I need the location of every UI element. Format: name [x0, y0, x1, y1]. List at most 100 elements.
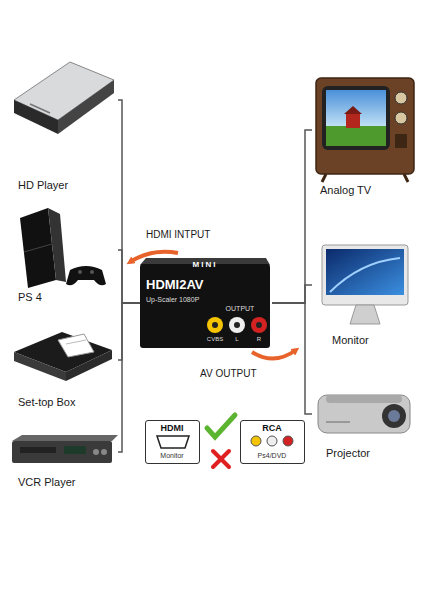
projector-illustration	[382, 404, 406, 428]
monitor-illustration	[330, 258, 400, 292]
analog-tv-illustration	[395, 134, 407, 148]
set-top-box-illustration	[58, 334, 94, 357]
bracket-connector	[272, 130, 312, 303]
vcr-illustration	[12, 435, 118, 441]
model-text: HDMI2AV	[146, 278, 204, 292]
bracket-connector	[118, 100, 140, 303]
vcr-illustration	[64, 446, 86, 454]
adapter-illustration	[207, 317, 223, 333]
vcr-illustration	[12, 441, 112, 463]
analog-tv-illustration	[316, 78, 414, 182]
cross-mark	[213, 451, 229, 467]
monitor-illustration	[322, 245, 408, 324]
monitor-illustration	[322, 245, 408, 305]
device-node: PS 4	[8, 205, 118, 306]
cross-mark	[213, 451, 229, 467]
ps4-illustration	[24, 244, 52, 252]
ps4-illustration	[78, 270, 82, 274]
vcr-illustration	[20, 447, 56, 453]
adapter-box: MINI HDMI2AV Up-Scaler 1080P OUTPUT CVBSLR	[140, 258, 272, 348]
input-label: HDMI INTPUT	[146, 229, 210, 240]
adapter-illustration	[256, 322, 262, 328]
output-arrow	[252, 350, 296, 359]
analog-tv-illustration	[322, 86, 390, 150]
device-node: Monitor	[312, 240, 420, 349]
adapter-illustration	[234, 322, 240, 328]
rca-jacks-icon	[283, 436, 293, 446]
adapter-illustration	[140, 258, 270, 348]
check-mark	[207, 415, 235, 437]
jack-label: L	[229, 336, 245, 343]
monitor-illustration	[350, 305, 380, 324]
hd-player-illustration	[30, 104, 50, 113]
connector-note: Monitor	[146, 452, 198, 460]
connector-name: RCA	[241, 424, 303, 434]
device-label: Analog TV	[312, 184, 420, 199]
device-node: Projector	[312, 385, 420, 462]
set-top-box-illustration	[14, 352, 66, 381]
rca-jacks-icon	[251, 436, 261, 446]
device-label: PS 4	[8, 291, 118, 306]
hd-player-illustration	[14, 100, 58, 134]
jack-label: CVBS	[203, 336, 227, 343]
rca-jacks-icon	[251, 436, 293, 446]
analog-tv-illustration	[316, 78, 414, 174]
adapter-illustration	[251, 317, 267, 333]
jack-label: R	[251, 336, 267, 343]
projector-illustration	[388, 410, 400, 422]
analog-tv-illustration	[322, 174, 326, 182]
connector-name: HDMI	[146, 424, 198, 434]
projector-illustration	[318, 395, 410, 433]
port-label: OUTPUT	[210, 305, 270, 313]
device-label: HD Player	[8, 179, 118, 194]
device-label: Monitor	[312, 334, 420, 349]
output-label: AV OUTPUT	[200, 368, 256, 379]
brand-text: MINI	[140, 261, 270, 270]
adapter-illustration	[212, 322, 218, 328]
analog-tv-illustration	[395, 92, 407, 104]
device-label: VCR Player	[8, 476, 118, 491]
ps4-illustration	[48, 208, 66, 282]
hdmi-port-icon	[157, 436, 189, 448]
device-node: Set-top Box	[8, 320, 118, 411]
bracket-connector	[272, 285, 312, 303]
analog-tv-illustration	[344, 106, 362, 114]
connector-note: Ps4/DVD	[241, 452, 303, 460]
bracket-connector	[272, 303, 312, 414]
device-node: VCR Player	[8, 430, 118, 491]
bracket-connector	[118, 303, 140, 452]
device-node: Analog TV	[312, 75, 420, 199]
set-top-box-illustration	[14, 332, 112, 381]
adapter-illustration	[140, 264, 270, 348]
device-label: Set-top Box	[8, 396, 118, 411]
bracket-connector	[118, 250, 140, 303]
cross-mark	[213, 451, 229, 467]
vcr-illustration	[101, 449, 107, 455]
connector-card: HDMI Monitor	[145, 420, 200, 464]
projector-illustration	[326, 421, 350, 423]
input-arrow	[130, 252, 178, 262]
rca-jacks-icon	[267, 436, 277, 446]
projector-illustration	[318, 395, 410, 433]
projector-illustration	[326, 395, 402, 403]
adapter-illustration	[229, 317, 245, 333]
device-node: HD Player	[8, 45, 118, 194]
hd-player-illustration	[58, 80, 114, 134]
analog-tv-illustration	[404, 174, 408, 182]
ps4-illustration	[66, 266, 106, 285]
monitor-illustration	[326, 249, 404, 295]
analog-tv-illustration	[326, 126, 386, 146]
connector-card: RCA Ps4/DVD	[240, 420, 305, 464]
ps4-illustration	[90, 270, 94, 274]
ps4-illustration	[20, 208, 106, 288]
spec-text: Up-Scaler 1080P	[146, 296, 199, 304]
analog-tv-illustration	[346, 114, 360, 128]
set-top-box-illustration	[66, 340, 86, 344]
analog-tv-illustration	[395, 112, 407, 124]
hd-player-illustration	[14, 62, 114, 134]
vcr-illustration	[12, 435, 118, 463]
device-label: Projector	[312, 447, 420, 462]
